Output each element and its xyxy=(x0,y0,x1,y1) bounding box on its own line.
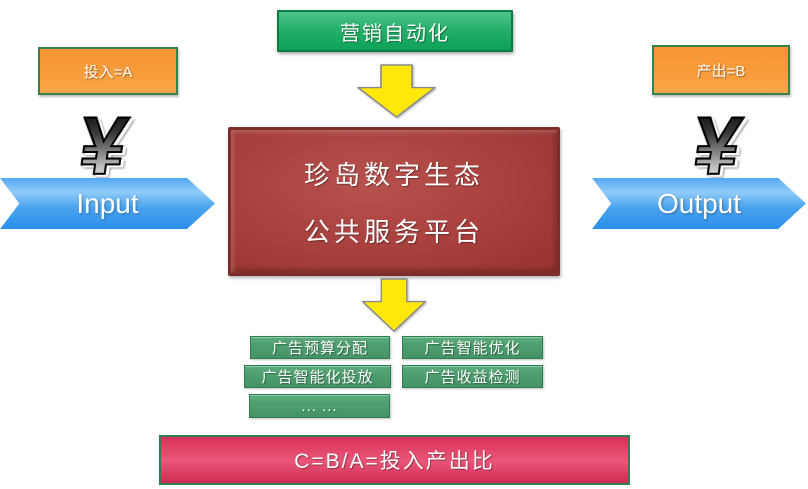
yen-icon-left: ¥ xyxy=(54,100,152,193)
down-arrow-icon-top xyxy=(355,64,438,119)
platform-box-line2: 公共服务平台 xyxy=(303,216,484,247)
output-arrow: Output xyxy=(592,178,806,229)
output-tag-box: 产出=B xyxy=(652,45,790,95)
yen-icon-right: ¥ xyxy=(668,100,766,193)
down-arrow-icon-bottom xyxy=(360,278,428,333)
input-tag-box: 投入=A xyxy=(38,47,178,95)
platform-box: 珍岛数字生态 公共服务平台 xyxy=(228,127,560,276)
input-arrow: Input xyxy=(0,178,215,229)
feature-box-ellipsis: ... ... xyxy=(249,394,390,418)
feature-box-smart-optimization: 广告智能优化 xyxy=(402,336,543,359)
feature-box-budget-allocation: 广告预算分配 xyxy=(250,336,390,359)
platform-box-line1: 珍岛数字生态 xyxy=(303,159,484,190)
marketing-automation-title-box: 营销自动化 xyxy=(277,10,513,52)
feature-box-smart-delivery: 广告智能化投放 xyxy=(244,365,391,388)
formula-box: C=B/A=投入产出比 xyxy=(159,435,630,485)
feature-box-revenue-monitoring: 广告收益检测 xyxy=(402,365,543,388)
